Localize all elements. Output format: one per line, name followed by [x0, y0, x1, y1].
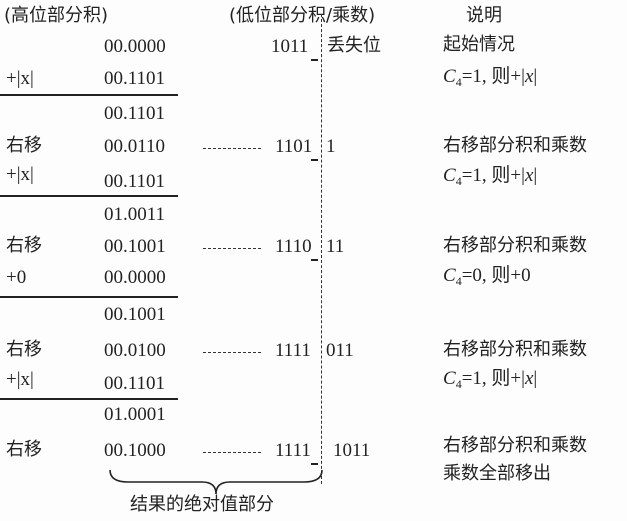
note-shift: 右移部分积和乘数	[443, 235, 587, 256]
op-shift-right: 右移	[6, 135, 42, 156]
high-value: 01.0011	[104, 204, 166, 225]
low-kept-bits: 1111	[275, 440, 311, 461]
high-value: 00.0000	[104, 36, 166, 57]
header-explanation: 说明	[466, 5, 502, 26]
sum-line	[0, 398, 178, 400]
bit-marker	[311, 259, 318, 261]
note-shift: 右移部分积和乘数	[443, 135, 587, 156]
note-c4-condition: C4=1, 则+|x|	[443, 66, 538, 89]
shift-boundary-dashed-line	[321, 14, 322, 484]
lost-bits-label: 丢失位	[327, 35, 381, 56]
high-value: 00.0100	[104, 340, 166, 361]
op-add-x: +|x|	[6, 164, 34, 185]
result-brace	[109, 469, 323, 495]
high-value: 00.0110	[104, 136, 166, 157]
shift-dashes	[203, 248, 261, 249]
low-lost-bits: 11	[326, 236, 345, 257]
sum-line	[0, 296, 178, 298]
low-kept-bits: 1111	[275, 340, 311, 361]
high-value: 00.1000	[104, 440, 166, 461]
sum-line	[0, 94, 178, 96]
header-low-partial-product-multiplier: (低位部分积/乘数)	[229, 5, 376, 26]
op-add-zero: +0	[6, 267, 27, 288]
note-shift: 右移部分积和乘数	[443, 339, 587, 360]
high-value: 00.1101	[104, 103, 166, 124]
high-value: 01.0001	[104, 404, 166, 425]
op-shift-right: 右移	[6, 439, 42, 460]
op-shift-right: 右移	[6, 339, 42, 360]
note-shift: 右移部分积和乘数	[443, 435, 587, 456]
shift-dashes	[203, 352, 261, 353]
low-lost-bits: 011	[326, 340, 354, 361]
shift-dashes	[203, 148, 261, 149]
note-all-shifted-out: 乘数全部移出	[443, 463, 551, 484]
low-lost-bits: 1011	[333, 440, 371, 461]
op-add-x: +|x|	[6, 68, 34, 89]
high-value: 00.1001	[104, 236, 166, 257]
header-high-partial-product: (高位部分积)	[4, 5, 109, 26]
sum-line	[0, 195, 178, 197]
shift-dashes	[203, 452, 261, 453]
op-add-x: +|x|	[6, 369, 34, 390]
low-kept-bits: 1101	[275, 136, 313, 157]
note-c4-condition: C4=1, 则+|x|	[443, 165, 538, 188]
bit-marker	[311, 463, 318, 465]
note-c4-condition: C4=1, 则+|x|	[443, 368, 538, 391]
note-c4-condition: C4=0, 则+0	[443, 265, 531, 288]
low-lost-bits: 1	[326, 136, 336, 157]
result-abs-value-label: 结果的绝对值部分	[130, 494, 274, 515]
note-initial: 起始情况	[443, 34, 515, 55]
bit-marker	[311, 159, 318, 161]
bit-marker	[311, 59, 318, 61]
low-kept-bits: 1110	[275, 236, 312, 257]
high-value: 00.1101	[104, 68, 166, 89]
high-value: 00.1001	[104, 304, 166, 325]
low-kept-bits: 1011	[271, 36, 309, 57]
op-shift-right: 右移	[6, 235, 42, 256]
high-value: 00.0000	[104, 267, 166, 288]
high-value: 00.1101	[104, 171, 166, 192]
high-value: 00.1101	[104, 373, 166, 394]
